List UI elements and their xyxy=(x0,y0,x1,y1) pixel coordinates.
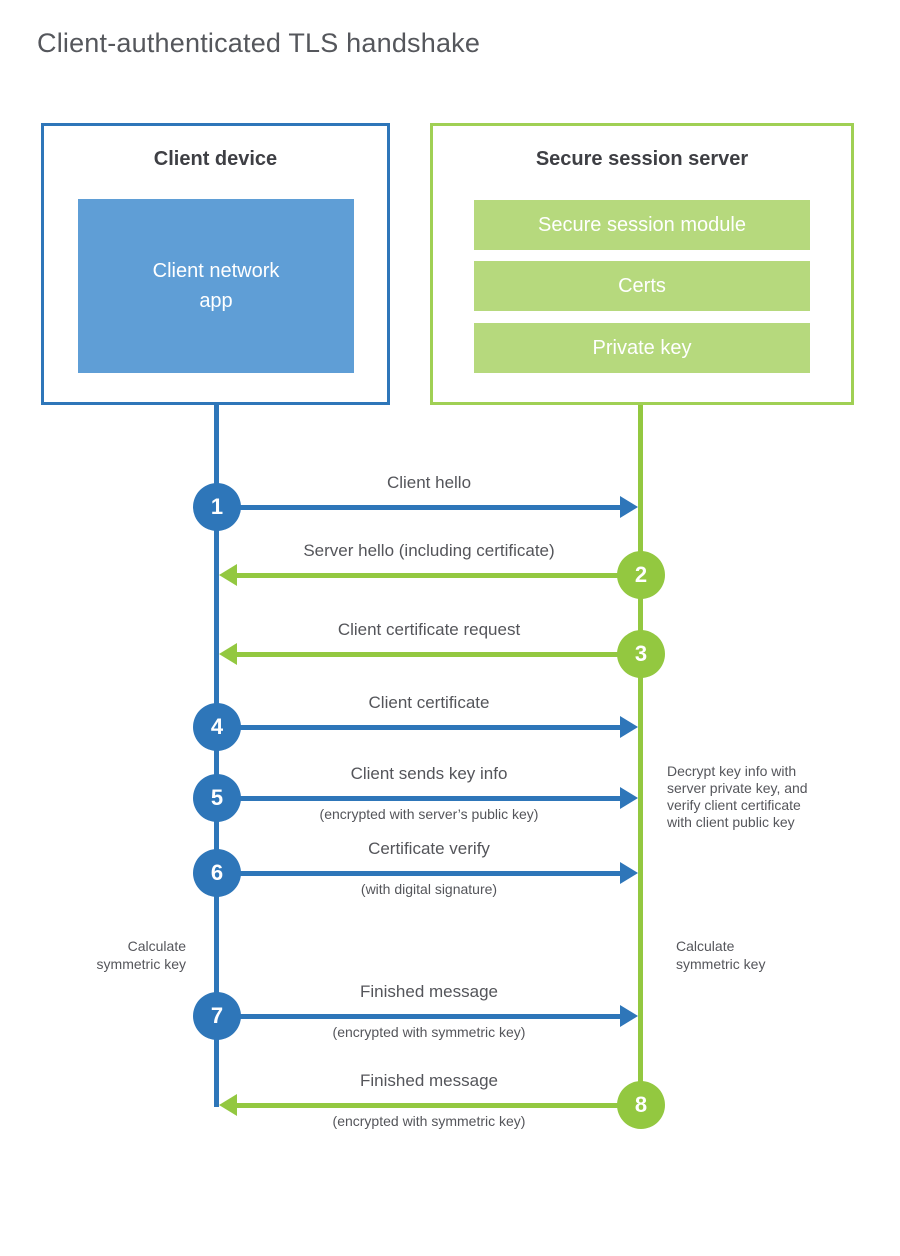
arrow-line xyxy=(217,871,621,876)
message-label: Client hello xyxy=(386,473,472,492)
step-badge-2: 2 xyxy=(617,551,665,599)
message-label: Client certificate request xyxy=(337,620,521,639)
note-calculate-symmetric-key-client: Calculate symmetric key xyxy=(96,938,186,972)
message-sublabel: (encrypted with server’s public key) xyxy=(319,806,539,822)
arrow-left-icon xyxy=(219,564,237,586)
note-decrypt-key-info: Decrypt key info with server private key… xyxy=(667,763,808,830)
arrow-left-icon xyxy=(219,1094,237,1116)
arrow-line xyxy=(217,1014,621,1019)
page-title: Client-authenticated TLS handshake xyxy=(37,28,481,58)
server-lifeline xyxy=(638,405,643,1105)
arrow-line xyxy=(236,1103,641,1108)
message-sublabel: (encrypted with symmetric key) xyxy=(332,1113,526,1129)
step-badge-4: 4 xyxy=(193,703,241,751)
arrow-line xyxy=(217,505,621,510)
note-calculate-symmetric-key-server: Calculate symmetric key xyxy=(676,938,766,972)
arrow-right-icon xyxy=(620,862,638,884)
message-label: Server hello (including certificate) xyxy=(303,541,555,560)
step-badge-1: 1 xyxy=(193,483,241,531)
arrow-line xyxy=(217,725,621,730)
step-badge-7: 7 xyxy=(193,992,241,1040)
message-label: Client certificate xyxy=(368,693,490,712)
server-module-certs: Certs xyxy=(474,261,810,311)
step-badge-5: 5 xyxy=(193,774,241,822)
secure-session-server-box: Secure session server Secure session mod… xyxy=(430,123,854,405)
step-badge-8: 8 xyxy=(617,1081,665,1129)
step-badge-3: 3 xyxy=(617,630,665,678)
client-device-title: Client device xyxy=(153,148,278,170)
server-module-private-key: Private key xyxy=(474,323,810,373)
arrow-line xyxy=(236,652,641,657)
arrow-right-icon xyxy=(620,496,638,518)
message-sublabel: (encrypted with symmetric key) xyxy=(332,1024,526,1040)
arrow-right-icon xyxy=(620,787,638,809)
message-label: Client sends key info xyxy=(350,764,508,783)
message-label: Finished message xyxy=(360,982,498,1001)
step-badge-6: 6 xyxy=(193,849,241,897)
arrow-right-icon xyxy=(620,1005,638,1027)
arrow-right-icon xyxy=(620,716,638,738)
client-lifeline xyxy=(214,405,219,1107)
arrow-line xyxy=(217,796,621,801)
secure-session-server-title: Secure session server xyxy=(535,148,749,170)
client-network-app-box: Client network app xyxy=(78,199,354,373)
arrow-left-icon xyxy=(219,643,237,665)
arrow-line xyxy=(236,573,641,578)
message-label: Finished message xyxy=(360,1071,498,1090)
message-label: Certificate verify xyxy=(368,839,490,858)
message-sublabel: (with digital signature) xyxy=(360,881,498,897)
server-module-secure-session: Secure session module xyxy=(474,200,810,250)
client-device-box: Client device Client network app xyxy=(41,123,390,405)
